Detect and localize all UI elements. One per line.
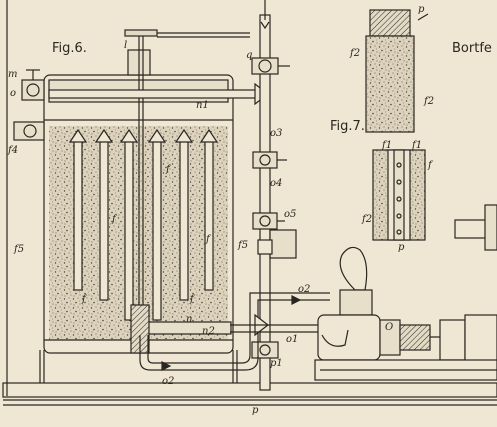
label-f1-a: f1 <box>381 140 392 151</box>
label-o1: o1 <box>286 334 298 345</box>
label-n2: n2 <box>202 326 215 337</box>
label-o3: o3 <box>270 128 282 139</box>
label-n: n <box>186 314 192 325</box>
label-o4: o4 <box>270 178 282 189</box>
label-p-top: p <box>418 4 425 15</box>
pipe-n1 <box>48 89 270 99</box>
label-f5-right: f5 <box>237 240 248 251</box>
outlet-f4 <box>13 121 45 141</box>
label-f-4: f <box>189 294 196 305</box>
fig7-cartridge <box>365 9 429 133</box>
label-f4: f4 <box>7 145 18 156</box>
fig7-title: Fig.7. <box>330 119 365 134</box>
label-p-fig7: p <box>398 242 405 253</box>
fig6-title: Fig.6. <box>52 41 87 56</box>
float-valve <box>257 229 297 259</box>
label-O-pump: O <box>385 322 393 333</box>
label-n1: n1 <box>196 100 209 111</box>
label-f-fig7: f <box>427 160 434 171</box>
label-f-2: f <box>111 214 118 225</box>
label-o: o <box>10 88 16 99</box>
filter-tubes <box>68 128 219 321</box>
label-o2-lower: o2 <box>162 376 174 387</box>
label-f2-fig7: f2 <box>361 214 372 225</box>
label-f2-top: f2 <box>349 48 360 59</box>
label-p-bottom: p <box>252 405 259 416</box>
valve-o1 <box>251 341 279 359</box>
label-f-3: f <box>165 164 172 175</box>
cut-off-heading: Bortfe <box>452 41 492 56</box>
label-f2-side: f2 <box>423 96 434 107</box>
label-f5-left: f5 <box>13 244 24 255</box>
label-o2-upper: o2 <box>298 284 310 295</box>
label-f1-b: f1 <box>411 140 422 151</box>
pump-assembly <box>314 246 497 381</box>
air-chamber <box>339 246 368 291</box>
fig7-cross-section <box>372 149 426 241</box>
label-o5: o5 <box>284 209 296 220</box>
label-f-1: f <box>81 294 88 305</box>
label-m: m <box>8 69 17 80</box>
valve-o5 <box>252 212 285 230</box>
valve-o4 <box>252 151 287 169</box>
valve-m <box>21 79 45 101</box>
valve-q <box>251 57 290 75</box>
label-p1: p1 <box>270 358 283 369</box>
return-pipe-o2 <box>139 299 330 371</box>
partial-detail-right <box>454 204 497 251</box>
label-f-5: f <box>205 234 212 245</box>
label-l: l <box>124 40 127 51</box>
base-bench <box>2 382 497 398</box>
label-q: q <box>246 50 252 61</box>
pump-body <box>317 314 381 361</box>
